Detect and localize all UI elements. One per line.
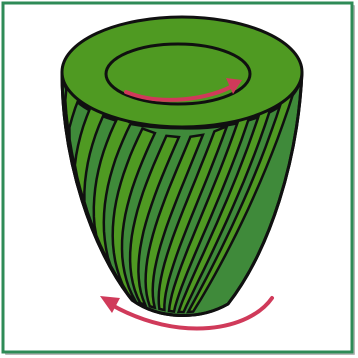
top-rim-inner — [106, 44, 250, 104]
